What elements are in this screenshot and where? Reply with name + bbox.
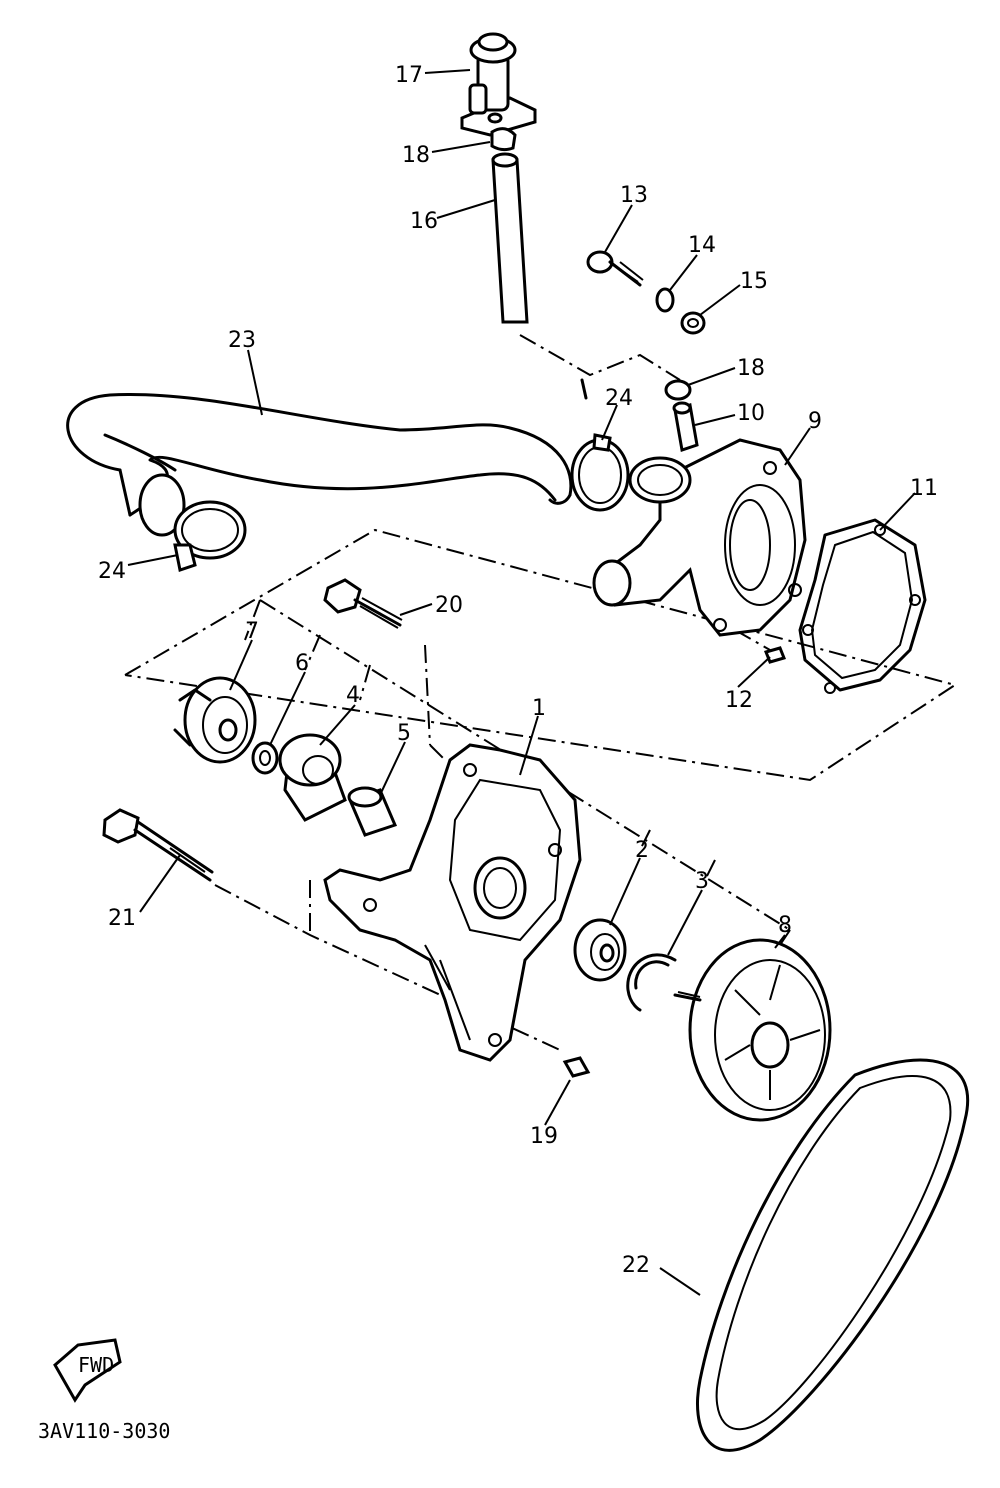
part-6-washer <box>251 741 279 775</box>
label-21: 21 <box>108 906 136 931</box>
label-14: 14 <box>688 233 716 258</box>
part-17-thermo-switch <box>460 32 537 137</box>
part-16-pipe <box>491 152 529 324</box>
part-23-hose <box>66 392 573 537</box>
label-10: 10 <box>737 401 765 426</box>
label-20: 20 <box>435 593 463 618</box>
label-24-left: 24 <box>98 559 126 584</box>
label-4: 4 <box>346 683 360 708</box>
part-18-clip-top <box>490 127 517 152</box>
label-13: 13 <box>620 183 648 208</box>
part-1-pump-housing <box>323 743 582 1062</box>
part-21-bolt <box>102 808 214 882</box>
part-3-circlip <box>626 953 677 1012</box>
part-24-clamp-right <box>570 433 630 512</box>
part-22-v-belt <box>696 1058 970 1452</box>
label-22: 22 <box>622 1253 650 1278</box>
label-18-top: 18 <box>402 143 430 168</box>
part-11-gasket <box>798 518 927 694</box>
label-17: 17 <box>395 63 423 88</box>
part-5-bushing <box>347 786 398 837</box>
label-19: 19 <box>530 1124 558 1149</box>
part-12-dowel <box>763 646 787 664</box>
label-6: 6 <box>295 651 309 676</box>
label-16: 16 <box>410 209 438 234</box>
label-18-lower: 18 <box>737 356 765 381</box>
part-9-pump-cover <box>592 438 807 637</box>
part-14-lockwasher <box>655 287 675 313</box>
leader-lines <box>127 69 916 1296</box>
part-15-washer <box>680 311 706 335</box>
label-15: 15 <box>740 269 768 294</box>
part-24-clamp-left <box>173 500 247 572</box>
label-1: 1 <box>532 696 546 721</box>
label-24-right: 24 <box>605 386 633 411</box>
label-11: 11 <box>910 476 938 501</box>
label-5: 5 <box>397 721 411 746</box>
part-2-bearing <box>573 918 627 982</box>
fwd-arrow-icon: FWD <box>53 1338 122 1403</box>
label-12: 12 <box>725 688 753 713</box>
part-labels: 17 18 16 13 14 15 18 10 9 11 24 23 24 20… <box>98 63 938 1278</box>
part-4-oil-seal <box>278 733 347 822</box>
part-7-mechanical-seal <box>173 676 257 764</box>
label-3: 3 <box>695 869 709 894</box>
label-8: 8 <box>778 913 792 938</box>
diagram-code: 3AV110-3030 <box>38 1419 170 1443</box>
label-23: 23 <box>228 328 256 353</box>
part-13-bolt <box>586 250 644 287</box>
part-19-dowel <box>562 1056 591 1078</box>
part-18-clip-lower <box>664 379 692 401</box>
label-9: 9 <box>808 409 822 434</box>
pin-dowel <box>580 378 588 400</box>
part-8-pulley <box>673 938 832 1122</box>
part-20-bolt <box>323 578 403 629</box>
label-2: 2 <box>635 838 649 863</box>
label-7: 7 <box>245 619 259 644</box>
part-10-nipple <box>672 401 699 452</box>
fwd-label: FWD <box>78 1353 114 1377</box>
